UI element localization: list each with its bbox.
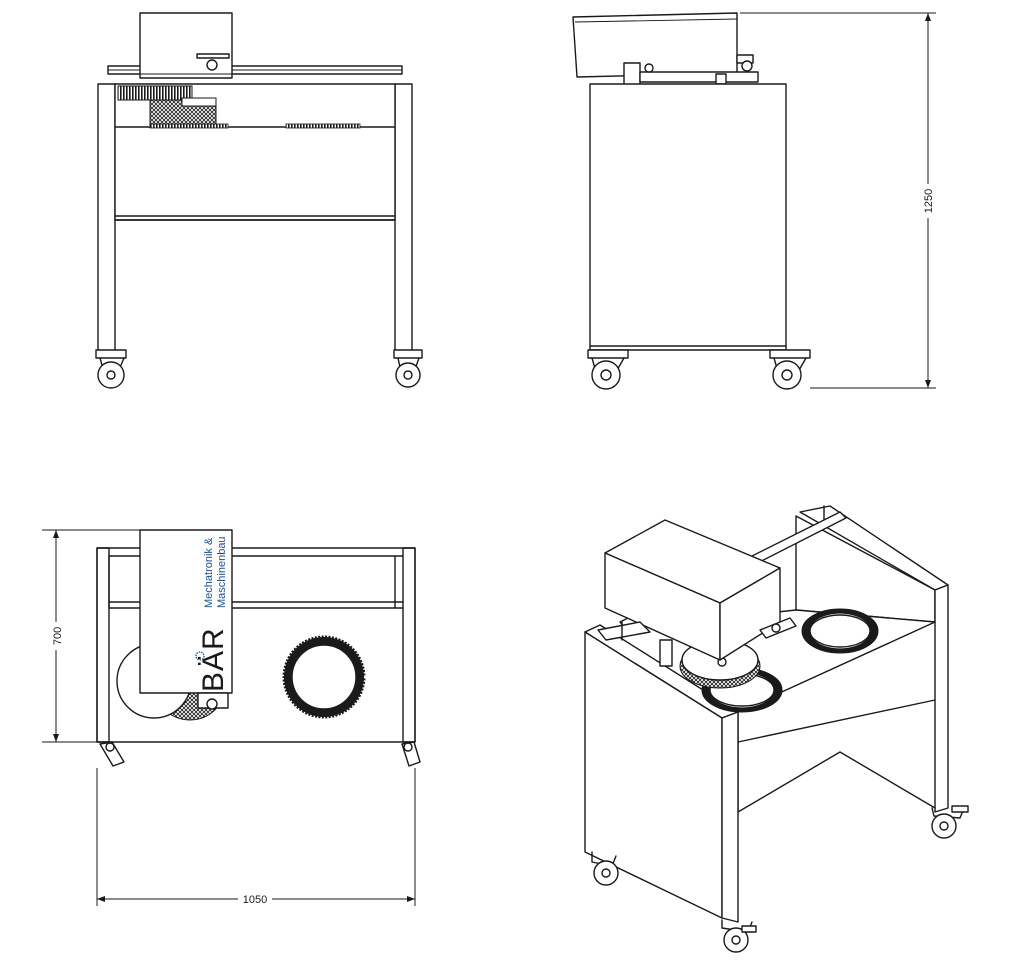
front-left-leg	[97, 83, 116, 353]
depth-dimension: 700	[42, 529, 140, 743]
top-left-caster	[99, 741, 125, 767]
logo-gear-icon	[195, 651, 205, 661]
front-view	[95, 12, 423, 389]
iso-front-right-caster	[721, 919, 757, 953]
top-right-caster	[401, 741, 421, 767]
height-dimension-label: 1250	[923, 189, 935, 213]
height-dimension: 1250	[740, 12, 938, 389]
width-dimension-label: 1050	[243, 894, 267, 906]
iso-right-leg	[934, 584, 949, 813]
side-right-caster	[769, 349, 811, 390]
depth-dimension-label: 700	[52, 627, 64, 645]
logo-brand: BÄR	[197, 627, 230, 692]
iso-back-right-caster	[931, 805, 969, 839]
width-dimension: 1050	[96, 768, 416, 906]
logo-line-1: Mechatronik &	[203, 537, 215, 608]
front-ring-brush	[285, 123, 361, 129]
logo-line-2: Maschinenbau	[216, 536, 228, 608]
logo: Mechatronik & Maschinenbau BÄR	[195, 536, 230, 692]
front-handle	[196, 53, 230, 59]
side-cabinet	[589, 83, 787, 351]
side-motor-housing	[572, 12, 738, 78]
top-view: Mechatronik & Maschinenbau BÄR 700	[42, 529, 421, 906]
top-motor-housing	[139, 529, 233, 694]
front-motor-housing	[139, 12, 233, 79]
front-right-leg	[394, 83, 413, 353]
side-view: 1250	[572, 12, 938, 390]
iso-front-left-caster	[591, 851, 619, 886]
side-left-caster	[587, 349, 629, 390]
front-left-caster	[95, 349, 127, 389]
front-right-caster	[393, 349, 423, 388]
front-gear-brush	[117, 85, 193, 101]
front-knob	[206, 59, 218, 71]
isometric-view	[584, 505, 969, 953]
